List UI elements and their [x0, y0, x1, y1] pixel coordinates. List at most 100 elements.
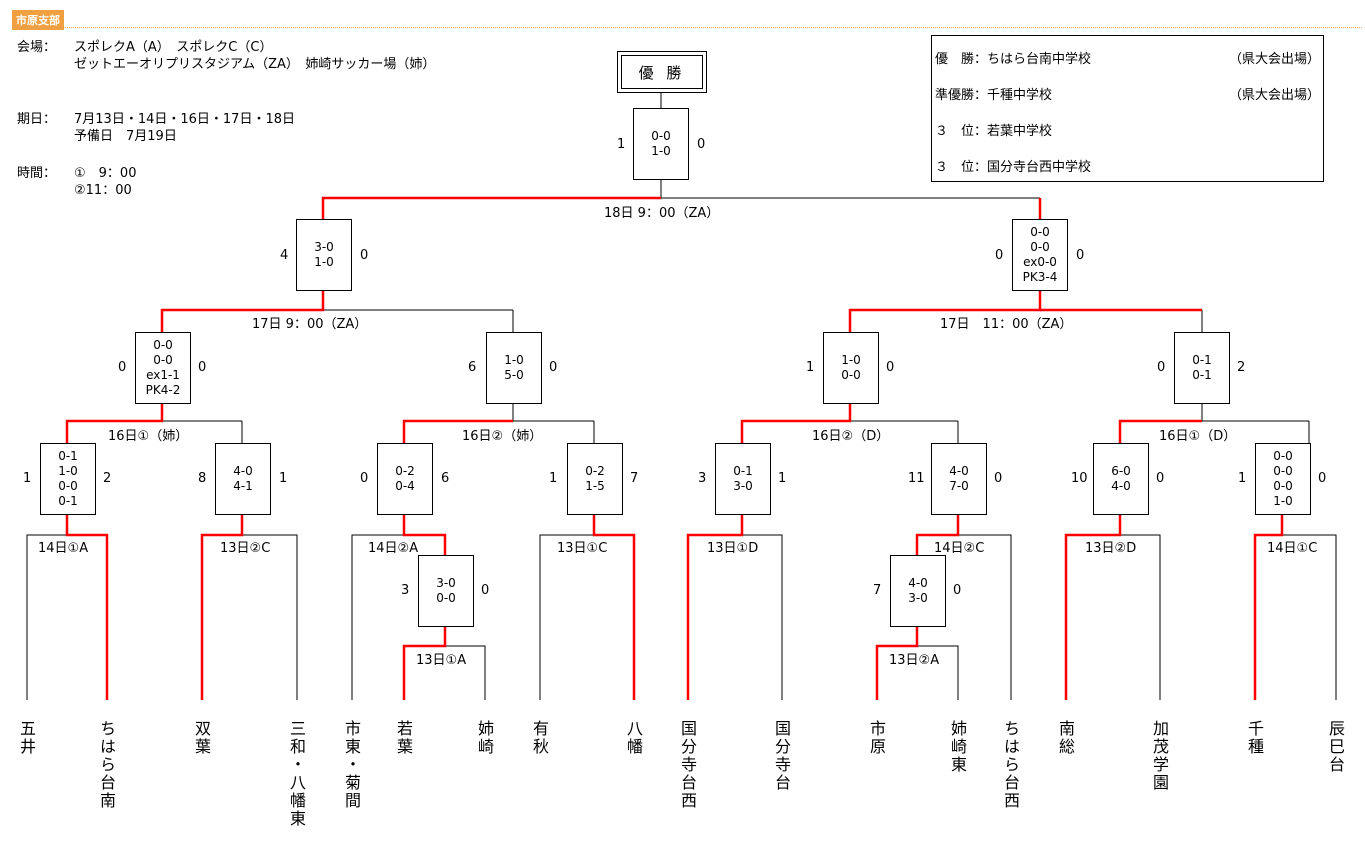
score-r0b-r: 0 [953, 583, 962, 598]
team-chiharadai-minami: ちはら台南 [97, 720, 116, 810]
team-anesaki: 姉崎 [475, 720, 494, 756]
time-line-2: ②11：00 [74, 183, 132, 198]
team-wakaba: 若葉 [394, 720, 413, 756]
score-final-right: 0 [697, 137, 706, 152]
caption-r1-5: 13日①D [705, 537, 761, 556]
result-4: ３ 位：国分寺台西中学校 [935, 160, 1092, 175]
venue-line-2: ゼットエーオリプリスタジアム（ZA） 姉崎サッカー場（姉） [74, 57, 436, 72]
team-sanwa-yawatahigashi: 三和・八幡東 [287, 720, 306, 828]
team-ariaki: 有秋 [530, 720, 549, 756]
score-qf4-l: 0 [1157, 360, 1166, 375]
caption-semi-right: 17日 11：00（ZA） [938, 313, 1075, 332]
date-line-1: 7月13日・14日・16日・17日・18日 [74, 112, 295, 127]
caption-qf-4: 16日①（D） [1157, 425, 1239, 444]
caption-r1-4: 13日①C [555, 537, 610, 556]
team-kamogakuen: 加茂学園 [1150, 720, 1169, 792]
result-1-note: （県大会出場） [1229, 52, 1321, 67]
score-final-left: 1 [617, 137, 626, 152]
branch-tag: 市原支部 [12, 10, 64, 30]
score-r1h-l: 1 [1238, 471, 1247, 486]
caption-final: 18日 9：00（ZA） [602, 202, 722, 221]
champion-box: 優 勝 [617, 51, 707, 93]
score-r1f-r: 0 [994, 471, 1003, 486]
team-yawata: 八幡 [624, 720, 643, 756]
score-sf-left-l: 4 [280, 248, 289, 263]
caption-r0-1: 13日①A [414, 649, 469, 668]
score-r1d-r: 7 [630, 471, 639, 486]
score-r0b-l: 7 [873, 583, 882, 598]
time-key: 時間： [17, 166, 57, 181]
header-divider [12, 27, 1362, 28]
caption-r0-2: 13日②A [887, 649, 942, 668]
score-r1g-l: 10 [1071, 471, 1088, 486]
team-nanso: 南総 [1056, 720, 1075, 756]
date-line-2: 予備日 7月19日 [74, 129, 177, 144]
team-futaba: 双葉 [192, 720, 211, 756]
result-2-note: （県大会出場） [1229, 88, 1321, 103]
result-3: ３ 位：若葉中学校 [935, 124, 1053, 139]
score-qf3-r: 0 [886, 360, 895, 375]
score-r1f-l: 11 [908, 471, 925, 486]
time-line-1: ① 9：00 [74, 166, 137, 181]
team-chigusa: 千種 [1245, 720, 1264, 756]
caption-r1-7: 13日②D [1083, 537, 1139, 556]
score-r1g-r: 0 [1156, 471, 1165, 486]
venue-key: 会場： [17, 40, 57, 55]
score-qf3-l: 1 [806, 360, 815, 375]
caption-r1-6: 14日②C [932, 537, 987, 556]
date-key: 期日： [17, 112, 57, 127]
caption-qf-1: 16日①（姉） [106, 425, 191, 444]
score-r0a-l: 3 [401, 583, 410, 598]
score-sf-right-r: 0 [1076, 248, 1085, 263]
team-ichihigashi-kikuma: 市東・菊間 [342, 720, 361, 810]
caption-r1-1: 14日①A [36, 537, 91, 556]
score-r1h-r: 0 [1318, 471, 1327, 486]
score-r1b-r: 1 [279, 471, 288, 486]
score-qf2-r: 0 [549, 360, 558, 375]
score-r1e-r: 1 [778, 471, 787, 486]
caption-r1-2: 13日②C [218, 537, 273, 556]
caption-r1-8: 14日①C [1265, 537, 1320, 556]
score-qf1-r: 0 [198, 360, 207, 375]
team-goi: 五井 [17, 720, 36, 756]
score-r1d-l: 1 [549, 471, 558, 486]
team-tatsumidai: 辰巳台 [1326, 720, 1345, 774]
score-sf-left-r: 0 [360, 248, 369, 263]
score-r1c-l: 0 [360, 471, 369, 486]
result-1: 優 勝：ちはら台南中学校 [935, 52, 1092, 67]
score-qf2-l: 6 [468, 360, 477, 375]
venue-line-1: スポレクA（A） スポレクC（C） [74, 40, 273, 55]
score-r1c-r: 6 [441, 471, 450, 486]
team-kokubunjidai: 国分寺台 [772, 720, 791, 792]
team-anesaki-higashi: 姉崎東 [948, 720, 967, 774]
score-qf4-r: 2 [1237, 360, 1246, 375]
team-ichihara: 市原 [867, 720, 886, 756]
score-r1a-l: 1 [23, 471, 32, 486]
score-qf1-l: 0 [118, 360, 127, 375]
score-r0a-r: 0 [481, 583, 490, 598]
team-kokubunjidai-nishi: 国分寺台西 [678, 720, 697, 810]
score-r1a-r: 2 [103, 471, 112, 486]
result-2: 準優勝：千種中学校 [935, 88, 1053, 103]
caption-semi-left: 17日 9：00（ZA） [250, 313, 370, 332]
score-r1b-l: 8 [198, 471, 207, 486]
score-sf-right-l: 0 [995, 248, 1004, 263]
caption-r1-3: 14日②A [366, 537, 421, 556]
score-r1e-l: 3 [698, 471, 707, 486]
caption-qf-3: 16日②（D） [810, 425, 892, 444]
